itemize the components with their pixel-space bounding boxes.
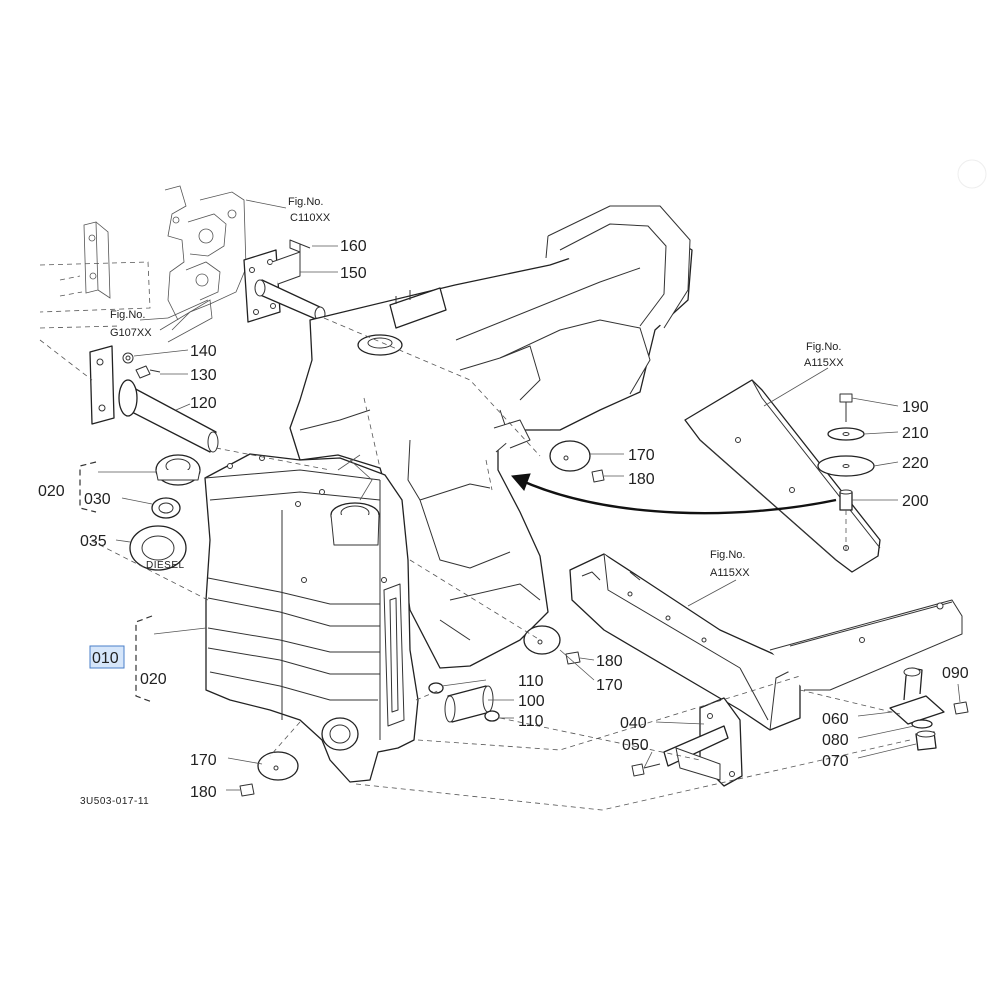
label-035-drawing: DIESEL (129, 525, 187, 571)
clamp-110-lower-drawing (484, 710, 500, 722)
frame-a115-lower-drawing (569, 553, 801, 731)
plate-170-lower-drawing (257, 751, 299, 781)
diagram-code: 3U503-017-11 (80, 796, 149, 807)
leader-lines (39, 199, 961, 811)
bracket-040-drawing (663, 697, 743, 787)
selected-callout-highlight (89, 645, 125, 669)
mount-190-bolt-drawing (839, 393, 853, 422)
callout-220[interactable]: 220 (902, 455, 929, 472)
bracket-010-lower (135, 615, 153, 703)
callout-170-lower[interactable]: 170 (190, 752, 217, 769)
callout-030[interactable]: 030 (84, 491, 111, 508)
callout-090[interactable]: 090 (942, 665, 969, 682)
bolt-090-drawing (953, 701, 969, 715)
fig-ref-a115-upper-code: A115XX (804, 357, 844, 369)
elbow-060-drawing (889, 667, 945, 725)
fuel-cap-020-drawing (155, 454, 201, 486)
callout-120[interactable]: 120 (190, 395, 217, 412)
bolt-160-drawing (289, 239, 311, 253)
callout-160[interactable]: 160 (340, 238, 367, 255)
bolt-180-lower-drawing (239, 783, 255, 797)
corner-mark-icon (957, 159, 987, 189)
gasket-080-drawing (911, 719, 933, 729)
figure-ref-c110: Fig.No. C110XX (288, 196, 331, 224)
fuel-tank-010-drawing (204, 205, 693, 783)
callout-070[interactable]: 070 (822, 753, 849, 770)
part-150-shaft-drawing (243, 249, 326, 323)
callout-060[interactable]: 060 (822, 711, 849, 728)
spacer-200-drawing (839, 489, 853, 511)
fig-ref-c110-prefix: Fig.No. (288, 196, 323, 208)
bolt-180-mid-drawing (565, 651, 581, 665)
callout-210[interactable]: 210 (902, 425, 929, 442)
callout-130[interactable]: 130 (190, 367, 217, 384)
callout-150[interactable]: 150 (340, 265, 367, 282)
callout-010[interactable]: 010 (92, 650, 119, 667)
callout-110-upper[interactable]: 110 (518, 673, 544, 690)
callout-170-upper[interactable]: 170 (628, 447, 655, 464)
diesel-label: DIESEL (146, 560, 185, 571)
callout-180-upper[interactable]: 180 (628, 471, 655, 488)
callout-035[interactable]: 035 (80, 533, 107, 550)
bolt-130-drawing (135, 365, 161, 379)
callout-190[interactable]: 190 (902, 399, 929, 416)
plate-170-mid-drawing (523, 625, 561, 655)
washer-210-drawing (827, 427, 865, 441)
bolt-180-upper-drawing (591, 469, 605, 483)
clamp-110-upper-drawing (428, 682, 444, 694)
callout-140[interactable]: 140 (190, 343, 217, 360)
figure-ref-a115-upper: Fig.No. A115XX (804, 341, 844, 369)
fig-ref-g107-code: G107XX (110, 327, 152, 339)
callout-020-lower[interactable]: 020 (140, 671, 167, 688)
fig-ref-c110-code: C110XX (290, 212, 331, 224)
nut-140-drawing (122, 352, 134, 364)
frame-g107-drawing (39, 221, 151, 329)
seal-030-drawing (151, 497, 181, 519)
transmission-c110-drawing (159, 185, 247, 343)
fig-ref-g107-prefix: Fig.No. (110, 309, 145, 321)
callout-180-mid[interactable]: 180 (596, 653, 623, 670)
figure-ref-a115-lower: Fig.No. A115XX (710, 549, 750, 579)
callout-200[interactable]: 200 (902, 493, 929, 510)
callout-100[interactable]: 100 (518, 693, 545, 710)
fig-ref-a115-lower-prefix: Fig.No. (710, 549, 745, 561)
figure-ref-g107: Fig.No. G107XX (110, 309, 152, 339)
callout-020-upper[interactable]: 020 (38, 483, 65, 500)
callout-180-lower[interactable]: 180 (190, 784, 217, 801)
part-120-pin-drawing (89, 345, 219, 453)
fig-ref-a115-lower-code: A115XX (710, 567, 750, 579)
plate-170-upper-drawing (549, 440, 591, 472)
callout-080[interactable]: 080 (822, 732, 849, 749)
callout-050[interactable]: 050 (622, 737, 649, 754)
washer-220-drawing (817, 455, 875, 477)
callout-170-mid[interactable]: 170 (596, 677, 623, 694)
callout-110-lower[interactable]: 110 (518, 713, 544, 730)
frame-right-extension-drawing (769, 599, 963, 691)
assembly-arrow (511, 473, 837, 515)
callout-040[interactable]: 040 (620, 715, 647, 732)
cap-070-drawing (915, 730, 937, 751)
fig-ref-a115-upper-prefix: Fig.No. (806, 341, 841, 353)
bolt-050-drawing (631, 763, 661, 777)
